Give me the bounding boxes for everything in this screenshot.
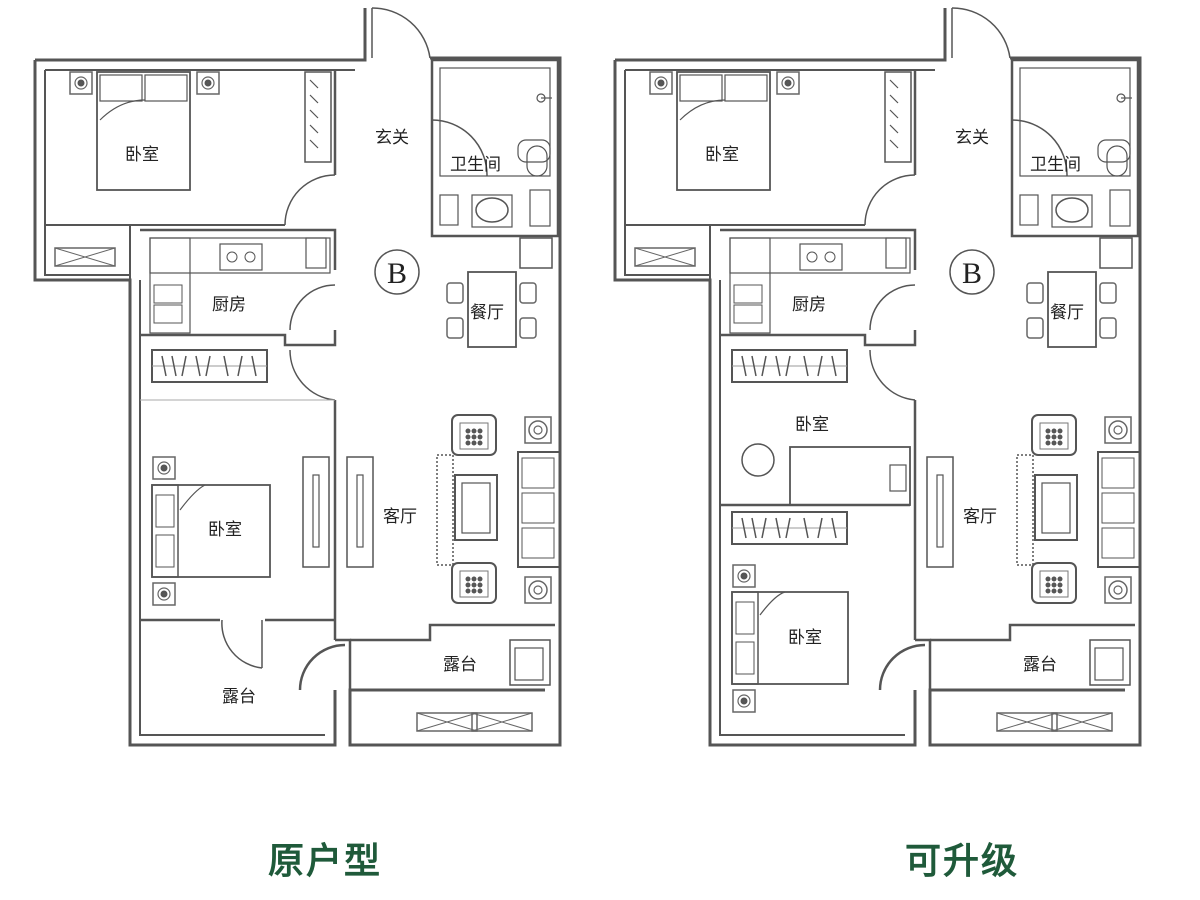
original-bedroom-top-label: 卧室 xyxy=(125,145,159,165)
original-unit-badge: B xyxy=(374,249,420,295)
upgrade-foyer-label: 玄关 xyxy=(955,128,989,148)
original-plan-caption: 原户型 xyxy=(268,841,383,882)
upgrade-floor-plan xyxy=(613,7,1142,747)
svg-text:B: B xyxy=(387,257,407,290)
svg-text:B: B xyxy=(962,257,982,290)
floor-plans: B 玄关 卫生间 卧室 厨房 餐厅 客厅 卧室 露台 露台 xyxy=(33,7,1142,747)
upgrade-bedroom-bottom-label: 卧室 xyxy=(788,628,822,648)
upgrade-dining-label: 餐厅 xyxy=(1050,303,1084,323)
original-living-label: 客厅 xyxy=(383,507,417,527)
original-bathroom-label: 卫生间 xyxy=(450,155,501,175)
upgrade-unit-badge: B xyxy=(949,249,995,295)
upgrade-bedroom-middle-label: 卧室 xyxy=(795,415,829,435)
original-terrace-right-label: 露台 xyxy=(443,655,477,675)
original-foyer-label: 玄关 xyxy=(375,128,409,148)
original-terrace-left-label: 露台 xyxy=(222,687,256,707)
upgrade-bathroom-label: 卫生间 xyxy=(1030,155,1081,175)
original-kitchen-label: 厨房 xyxy=(212,295,246,315)
upgrade-living-label: 客厅 xyxy=(963,507,997,527)
upgrade-terrace-right-label: 露台 xyxy=(1023,655,1057,675)
original-floor-plan xyxy=(33,7,562,747)
original-bedroom-bottom-label: 卧室 xyxy=(208,520,242,540)
upgrade-plan-caption: 可升级 xyxy=(905,841,1020,882)
upgrade-kitchen-label: 厨房 xyxy=(792,295,826,315)
upgrade-bedroom-top-label: 卧室 xyxy=(705,145,739,165)
original-dining-label: 餐厅 xyxy=(470,303,504,323)
